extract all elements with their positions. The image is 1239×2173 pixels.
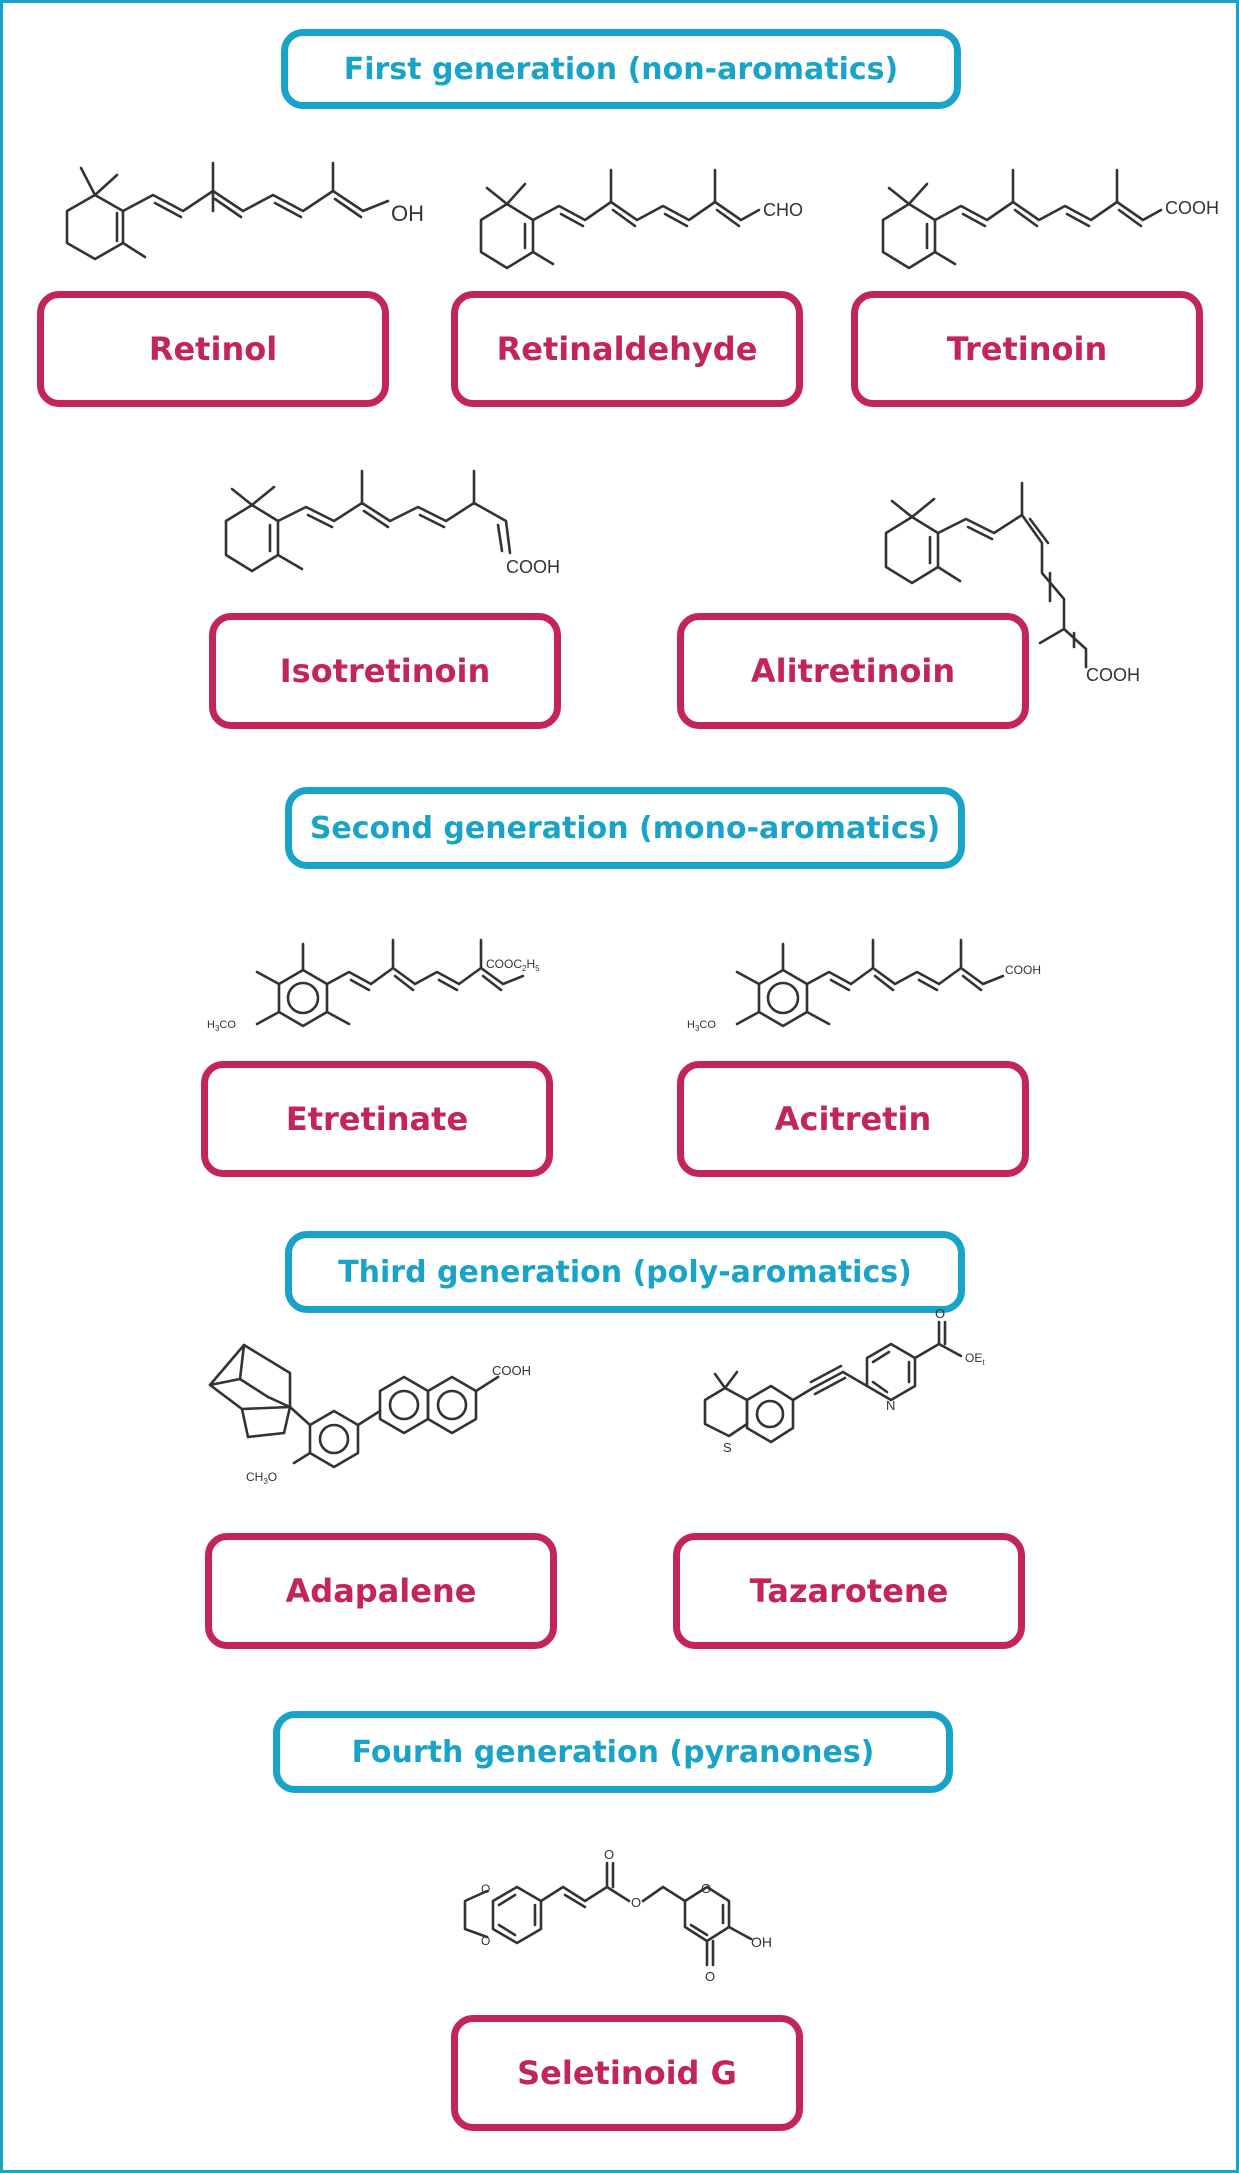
retinaldehyde-group-label: CHO	[763, 200, 803, 220]
isotretinoin-structure: COOH	[224, 469, 560, 577]
acitretin-group-label: COOH	[1005, 963, 1041, 977]
tretinoin-structure: COOH	[881, 168, 1219, 270]
drug-box-etretinate: Etretinate	[201, 1061, 553, 1177]
retinaldehyde-structure: CHO	[479, 168, 803, 270]
generation-title: Fourth generation (pyranones)	[351, 1734, 875, 1770]
alitretinoin-structure: COOH	[884, 481, 1140, 685]
seletinoid-g-ester-o: O	[631, 1895, 641, 1910]
drug-name: Isotretinoin	[279, 652, 491, 690]
generation-title: Second generation (mono-aromatics)	[309, 810, 941, 846]
drug-name: Retinol	[148, 330, 278, 368]
drug-name: Tretinoin	[946, 330, 1108, 368]
seletinoid-g-keto-o: O	[705, 1969, 715, 1984]
tretinoin-group-label: COOH	[1165, 198, 1219, 218]
adapalene-group-label: COOH	[492, 1363, 531, 1378]
seletinoid-g-ring-o: O	[701, 1881, 711, 1896]
seletinoid-g-hydroxyl: OH	[751, 1934, 772, 1950]
drug-box-adapalene: Adapalene	[205, 1533, 557, 1649]
drug-box-retinol: Retinol	[37, 291, 389, 407]
seletinoid-g-ring-o-1: O	[481, 1882, 490, 1896]
drug-name: Alitretinoin	[750, 652, 956, 690]
retinol-group-label: OH	[391, 201, 424, 226]
isotretinoin-group-label: COOH	[506, 557, 560, 577]
etretinate-methoxy-label: H3CO	[207, 1019, 236, 1033]
generation-title: First generation (non-aromatics)	[343, 51, 899, 87]
drug-box-alitretinoin: Alitretinoin	[677, 613, 1029, 729]
tazarotene-carbonyl-label: O	[935, 1306, 945, 1321]
alitretinoin-group-label: COOH	[1086, 665, 1140, 685]
drug-name: Retinaldehyde	[496, 330, 758, 368]
tazarotene-sulfur-label: S	[723, 1440, 732, 1455]
acitretin-structure: H3CO COOH	[687, 938, 1041, 1033]
generation-header-fourth: Fourth generation (pyranones)	[273, 1711, 953, 1793]
drug-name: Adapalene	[285, 1572, 477, 1610]
retinol-structure: OH	[65, 161, 424, 261]
seletinoid-g-structure: O O O O O O OH	[463, 1847, 772, 1984]
generation-header-first: First generation (non-aromatics)	[281, 29, 961, 109]
generation-title: Third generation (poly-aromatics)	[338, 1254, 912, 1290]
drug-box-tretinoin: Tretinoin	[851, 291, 1203, 407]
drug-name: Tazarotene	[749, 1572, 949, 1610]
tazarotene-ester-label: OEt	[965, 1351, 985, 1367]
seletinoid-g-ring-o-2: O	[481, 1934, 490, 1948]
generation-header-third: Third generation (poly-aromatics)	[285, 1231, 965, 1313]
drug-box-acitretin: Acitretin	[677, 1061, 1029, 1177]
drug-box-isotretinoin: Isotretinoin	[209, 613, 561, 729]
tazarotene-structure: O OEt N S	[703, 1306, 985, 1455]
etretinate-structure: H3CO COOC2H5	[207, 938, 540, 1033]
drug-box-seletinoid-g: Seletinoid G	[451, 2015, 803, 2131]
seletinoid-g-carbonyl-o: O	[604, 1847, 614, 1862]
drug-box-retinaldehyde: Retinaldehyde	[451, 291, 803, 407]
drug-name: Etretinate	[285, 1100, 469, 1138]
generation-header-second: Second generation (mono-aromatics)	[285, 787, 965, 869]
acitretin-methoxy-label: H3CO	[687, 1019, 716, 1033]
adapalene-methoxy-label: CH3O	[246, 1470, 277, 1486]
drug-name: Seletinoid G	[517, 2054, 737, 2092]
drug-box-tazarotene: Tazarotene	[673, 1533, 1025, 1649]
etretinate-group-label: COOC2H5	[486, 957, 540, 973]
adapalene-structure: CH3O COOH	[208, 1343, 531, 1486]
drug-name: Acitretin	[774, 1100, 932, 1138]
tazarotene-nitrogen-label: N	[886, 1398, 895, 1413]
